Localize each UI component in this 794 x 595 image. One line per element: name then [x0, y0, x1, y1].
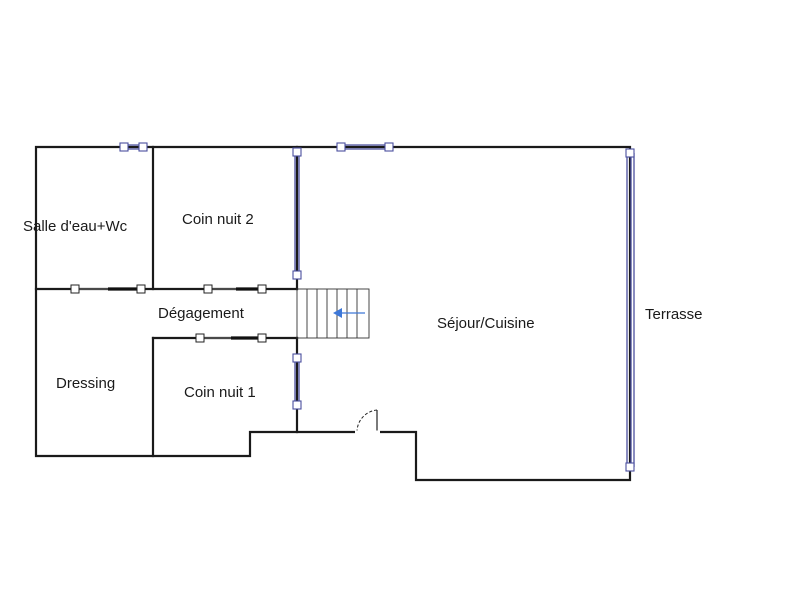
door-entrance: [355, 409, 380, 434]
label-terrasse: Terrasse: [645, 306, 703, 323]
doors: [70, 284, 380, 434]
label-sejour-cuisine: Séjour/Cuisine: [437, 315, 535, 332]
windows: [119, 142, 635, 472]
staircase: [296, 288, 370, 339]
door-bed2: [203, 284, 267, 294]
label-degagement: Dégagement: [158, 305, 245, 322]
window-bed2-partition: [292, 147, 302, 280]
window-bathroom: [119, 142, 148, 152]
window-bed1-partition: [292, 353, 302, 410]
label-salle-eau: Salle d'eau+Wc: [23, 218, 128, 235]
window-terrace-bay: [625, 148, 635, 472]
label-dressing: Dressing: [56, 375, 115, 392]
door-bathroom: [70, 284, 146, 294]
door-bed1: [195, 333, 267, 343]
walls: [34, 145, 632, 482]
room-labels: Salle d'eau+Wc Coin nuit 2 Dégagement Dr…: [23, 211, 703, 401]
label-coin-nuit-2: Coin nuit 2: [182, 211, 254, 228]
window-living-top: [336, 142, 394, 152]
outer-wall: [34, 145, 632, 482]
label-coin-nuit-1: Coin nuit 1: [184, 384, 256, 401]
